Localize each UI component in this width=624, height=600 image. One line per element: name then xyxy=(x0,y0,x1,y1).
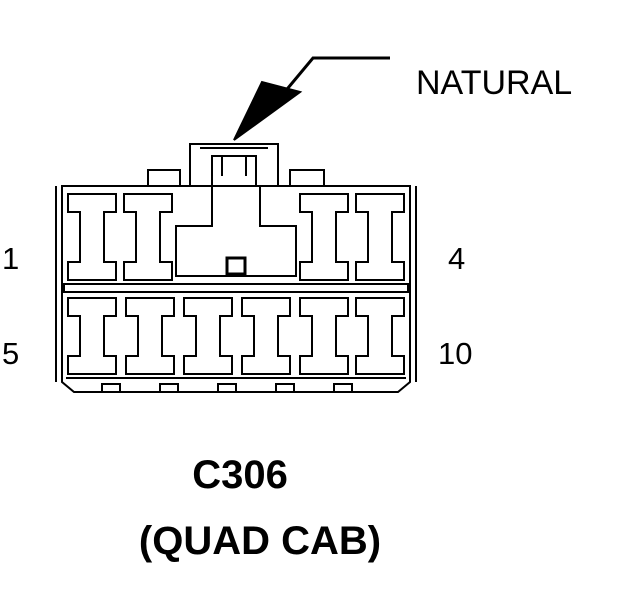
connector-housing xyxy=(55,143,417,393)
connector-variant-label: (QUAD CAB) xyxy=(138,519,382,563)
cavity-pin-5 xyxy=(67,297,117,375)
pin-number-bottom-right: 10 xyxy=(438,336,473,371)
cavity-pin-10 xyxy=(355,297,405,375)
cavity-row-bottom xyxy=(67,297,405,375)
pin-number-top-right: 4 xyxy=(448,241,466,276)
pin-number-top-left: 1 xyxy=(2,241,20,276)
cavity-pin-2 xyxy=(123,193,173,281)
cavity-pin-8 xyxy=(241,297,291,375)
cavity-pin-9 xyxy=(299,297,349,375)
cavity-pin-4 xyxy=(355,193,405,281)
connector-id-label: C306 xyxy=(192,453,288,497)
cavity-pin-3 xyxy=(299,193,349,281)
cavity-pin-1 xyxy=(67,193,117,281)
cavity-row-top xyxy=(67,193,405,281)
pin-number-bottom-left: 5 xyxy=(2,336,20,371)
connector-color-label: NATURAL xyxy=(416,64,573,102)
cavity-pin-6 xyxy=(125,297,175,375)
cavity-pin-7 xyxy=(183,297,233,375)
color-leader-arrow xyxy=(233,56,390,141)
